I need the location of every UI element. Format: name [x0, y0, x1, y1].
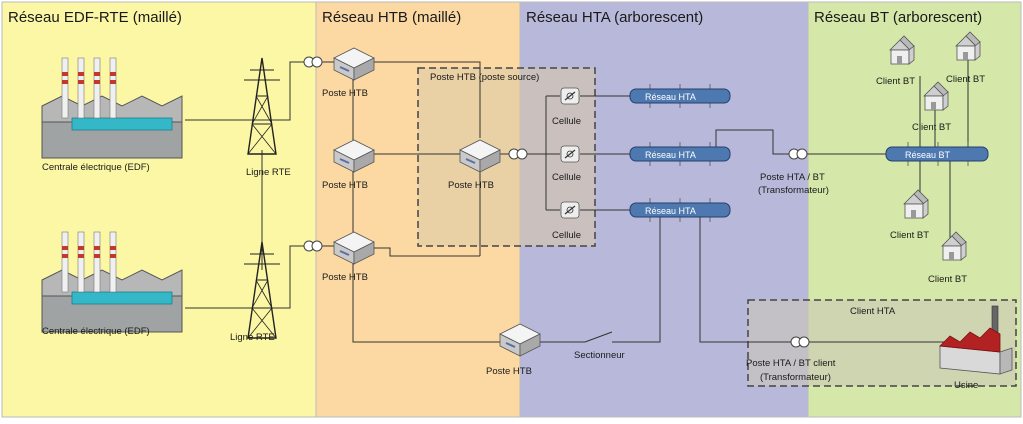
reseau-hta-bus-1: Réseau HTA [629, 88, 731, 104]
poste-source-label: Poste HTB (poste source) [430, 72, 539, 83]
cellule-3-icon [560, 201, 580, 219]
cellule-1-label: Cellule [552, 116, 581, 127]
zone-edf-rte [1, 1, 317, 418]
coupling-icon-4 [788, 148, 808, 160]
reseau-hta-bus-3: Réseau HTA [629, 202, 731, 218]
cellule-2-icon [560, 145, 580, 163]
wires [185, 60, 969, 343]
poste-htb-source-label: Poste HTB [448, 180, 494, 191]
poste-hta-bt-client-label: Poste HTA / BT client [746, 358, 836, 369]
client-bt-4-label: Client BT [890, 230, 929, 241]
reseau-bt-bus-label: Réseau BT [905, 150, 951, 160]
poste-htb-4-label: Poste HTB [486, 366, 532, 377]
cellule-2-label: Cellule [552, 172, 581, 183]
sectionneur-label: Sectionneur [574, 350, 625, 361]
transformateur-label-1: (Transformateur) [758, 185, 829, 196]
zone-bt-title: Réseau BT (arborescent) [814, 9, 982, 26]
usine-label: Usine [954, 380, 978, 391]
zone-edf-title: Réseau EDF-RTE (maillé) [8, 9, 182, 26]
cellule-1-icon [560, 87, 580, 105]
reseau-hta-bus-2-label: Réseau HTA [645, 150, 696, 160]
reseau-hta-bus-1-label: Réseau HTA [645, 92, 696, 102]
coupling-icon-2 [303, 240, 323, 252]
pylon-1-label: Ligne RTE [246, 167, 291, 178]
poste-htb-2-label: Poste HTB [322, 180, 368, 191]
client-bt-1-label: Client BT [876, 76, 915, 87]
zone-hta-title: Réseau HTA (arborescent) [526, 9, 703, 26]
reseau-hta-bus-3-label: Réseau HTA [645, 206, 696, 216]
reseau-hta-bus-2: Réseau HTA [629, 146, 731, 162]
client-bt-2-label: Client BT [946, 74, 985, 85]
coupling-icon-5 [790, 336, 810, 348]
zone-htb-title: Réseau HTB (maillé) [322, 9, 461, 26]
power-plant-1-label: Centrale électrique (EDF) [42, 162, 150, 173]
factory-icon [939, 305, 1013, 375]
client-hta-label: Client HTA [850, 306, 896, 317]
poste-hta-bt-label: Poste HTA / BT [760, 172, 825, 183]
pylon-2-label: Ligne RTE [230, 332, 275, 343]
reseau-bt-bus: Réseau BT [885, 146, 989, 162]
cellule-3-label: Cellule [552, 230, 581, 241]
client-bt-5-label: Client BT [928, 274, 967, 285]
poste-htb-1-label: Poste HTB [322, 88, 368, 99]
coupling-icon-3 [508, 148, 528, 160]
client-bt-3-label: Client BT [912, 122, 951, 133]
coupling-icon-1 [303, 56, 323, 68]
poste-htb-3-label: Poste HTB [322, 272, 368, 283]
power-plant-2-label: Centrale électrique (EDF) [42, 326, 150, 337]
transformateur-label-2: (Transformateur) [760, 372, 831, 383]
